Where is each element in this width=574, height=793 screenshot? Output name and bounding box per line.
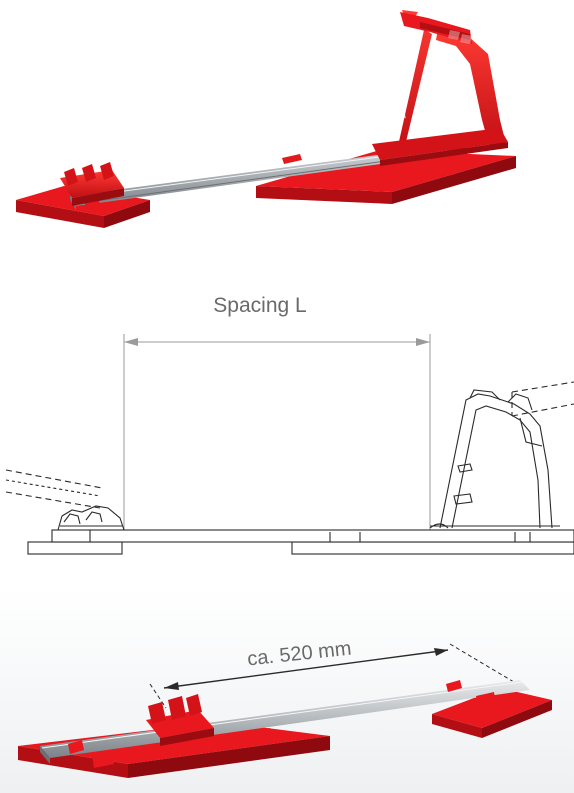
assembly-render-bottom-svg: ca. 520 mm [0, 588, 574, 793]
technical-drawing-svg: Spacing L [5, 294, 574, 555]
bottom-clamp-block [146, 694, 214, 746]
assembly-render-bottom: ca. 520 mm [0, 588, 574, 793]
measure-dimension [149, 643, 525, 709]
assembly-render-top [0, 0, 574, 260]
profile-drawing [5, 381, 574, 555]
spacing-dimension [123, 334, 431, 532]
tilted-bracket [372, 10, 508, 166]
assembly-render-top-svg [16, 10, 516, 228]
left-clamp-block [60, 162, 124, 206]
technical-drawing: Spacing L [0, 270, 574, 570]
bottom-rail-clips [68, 680, 496, 768]
bottom-right-plate [432, 688, 552, 738]
spacing-label: Spacing L [213, 294, 306, 317]
